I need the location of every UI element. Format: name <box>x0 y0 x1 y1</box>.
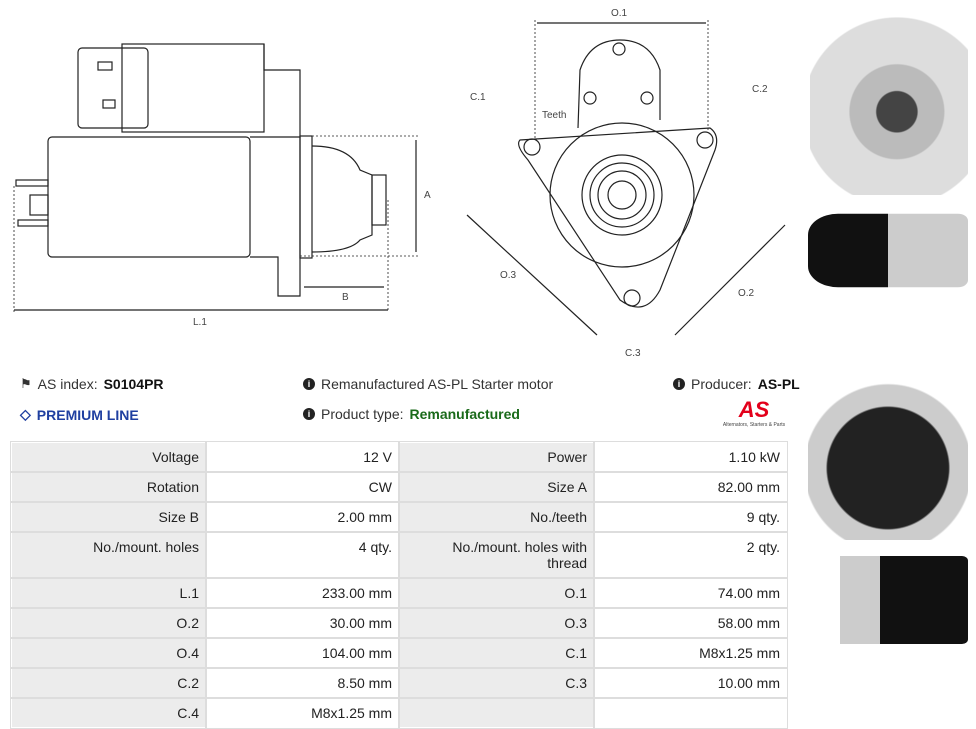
description: i Remanufactured AS-PL Starter motor <box>303 376 553 392</box>
spec-value: 8.50 mm <box>205 667 400 699</box>
info-icon: i <box>673 378 685 390</box>
premium-line-label: PREMIUM LINE <box>36 406 139 423</box>
as-index-value: S0104PR <box>103 376 164 392</box>
spec-value: 58.00 mm <box>593 607 788 639</box>
label-o3: O.3 <box>500 270 517 281</box>
label-c2: C.2 <box>752 84 768 95</box>
product-photo-rear[interactable] <box>808 315 968 540</box>
spec-label: L.1 <box>10 577 207 609</box>
spec-label: Size B <box>10 501 207 533</box>
spec-label: O.4 <box>10 637 207 669</box>
premium-line[interactable]: ◇ PREMIUM LINE <box>20 406 139 423</box>
spec-label: No./mount. holes with thread <box>398 531 595 579</box>
spec-value: 82.00 mm <box>593 471 788 503</box>
spec-value: 9 qty. <box>593 501 788 533</box>
spec-label: No./mount. holes <box>10 531 207 579</box>
label-c1: C.1 <box>470 92 486 103</box>
spec-value: 4 qty. <box>205 531 400 579</box>
spec-value: 74.00 mm <box>593 577 788 609</box>
spec-label <box>398 697 595 729</box>
as-index-label: AS index: <box>37 376 98 392</box>
label-l1: L.1 <box>193 317 207 328</box>
spec-value: 1.10 kW <box>593 441 788 473</box>
spec-value: 2 qty. <box>593 531 788 579</box>
spec-label: Power <box>398 441 595 473</box>
product-photo-side[interactable] <box>808 213 968 288</box>
spec-value: M8x1.25 mm <box>205 697 400 729</box>
label-b: B <box>342 292 349 303</box>
label-a: A <box>424 190 431 201</box>
spec-value: 104.00 mm <box>205 637 400 669</box>
producer-value: AS-PL <box>757 376 800 392</box>
info-icon: i <box>303 408 315 420</box>
label-teeth: Teeth <box>542 110 566 121</box>
spec-value <box>593 697 788 729</box>
spec-label: Size A <box>398 471 595 503</box>
label-c3: C.3 <box>625 348 641 359</box>
spec-value: 30.00 mm <box>205 607 400 639</box>
spec-value: CW <box>205 471 400 503</box>
label-o2: O.2 <box>738 288 755 299</box>
tag-icon: ⚑ <box>20 376 32 391</box>
spec-label: O.3 <box>398 607 595 639</box>
technical-drawing: L.1 B A O.1 C.1 C.2 Teeth O.3 O.2 C.3 <box>13 8 786 359</box>
spec-label: C.1 <box>398 637 595 669</box>
front-view-drawing <box>466 20 786 336</box>
producer-label: Producer: <box>691 376 752 392</box>
spec-label: No./teeth <box>398 501 595 533</box>
spec-value: M8x1.25 mm <box>593 637 788 669</box>
as-logo: AS Alternators, Starters & Parts <box>714 398 794 428</box>
spec-value: 233.00 mm <box>205 577 400 609</box>
spec-label: C.3 <box>398 667 595 699</box>
description-text: Remanufactured AS-PL Starter motor <box>321 376 554 392</box>
logo-tagline: Alternators, Starters & Parts <box>722 422 786 428</box>
spec-value: 10.00 mm <box>593 667 788 699</box>
spec-label: O.2 <box>10 607 207 639</box>
product-type: i Product type: Remanufactured <box>303 406 520 422</box>
spec-value: 12 V <box>205 441 400 473</box>
spec-value: 2.00 mm <box>205 501 400 533</box>
label-o1: O.1 <box>611 8 628 19</box>
spec-label: C.4 <box>10 697 207 729</box>
product-type-value: Remanufactured <box>409 406 520 422</box>
spec-label: Voltage <box>10 441 207 473</box>
producer: i Producer: AS-PL <box>673 376 800 392</box>
as-index: ⚑ AS index: S0104PR <box>20 376 164 392</box>
product-type-label: Product type: <box>321 406 404 422</box>
diamond-icon: ◇ <box>20 406 31 422</box>
info-icon: i <box>303 378 315 390</box>
spec-label: C.2 <box>10 667 207 699</box>
spec-label: Rotation <box>10 471 207 503</box>
side-view-drawing <box>13 43 420 312</box>
product-photo-angle[interactable] <box>808 556 968 644</box>
logo-text: AS <box>714 398 794 422</box>
spec-label: O.1 <box>398 577 595 609</box>
product-photo-front[interactable] <box>810 10 968 195</box>
